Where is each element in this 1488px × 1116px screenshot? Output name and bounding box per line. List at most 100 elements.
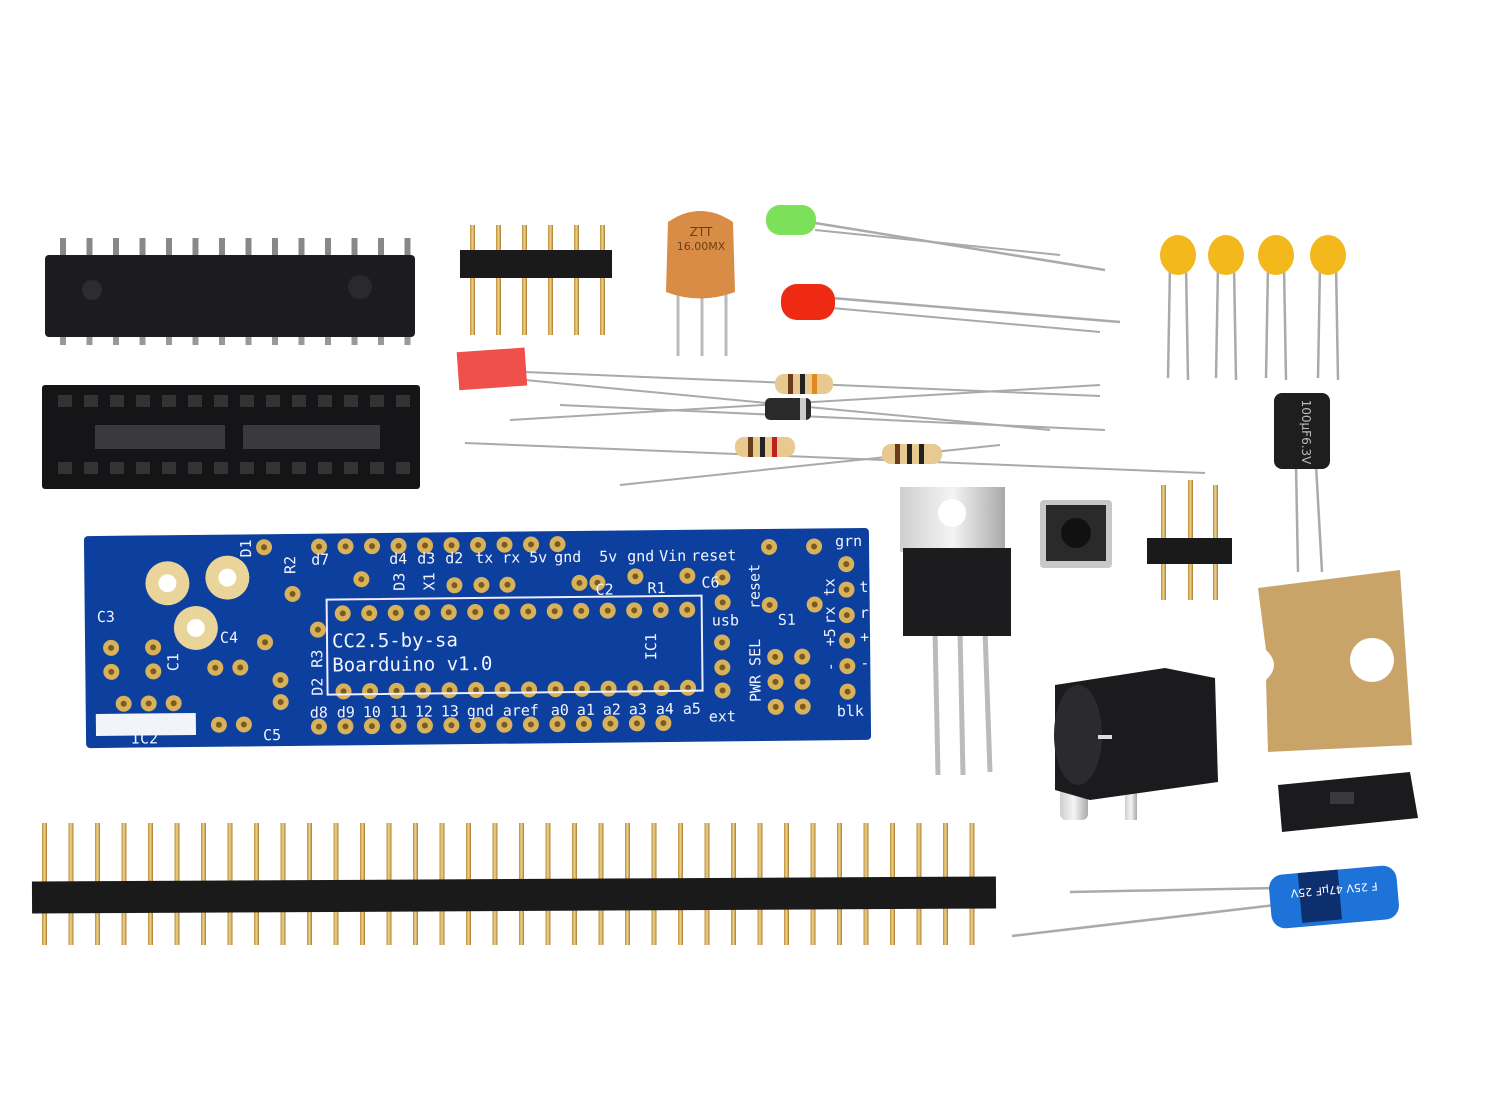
silk-ftdi-label: + (860, 628, 869, 646)
six-pin-header (460, 225, 612, 335)
cap-lead (1316, 264, 1322, 379)
ic-pin (60, 335, 66, 345)
pcb-hole (579, 685, 586, 692)
header-pin (470, 225, 475, 335)
pcb-hole (772, 653, 779, 660)
socket-slot (318, 462, 332, 474)
ceramic-resonator: ZTT 16.00MX (666, 211, 735, 356)
silk-s1: S1 (778, 611, 796, 629)
silk-bottom-pin-label: 13 (441, 702, 459, 720)
ic-pin (298, 335, 305, 345)
ic-pin (139, 238, 146, 258)
socket-slot (188, 395, 202, 407)
pcb-hole (811, 601, 818, 608)
pcb-hole (475, 541, 482, 548)
socket-slot (214, 395, 228, 407)
pcb-hole (448, 542, 455, 549)
pcb-hole (368, 723, 375, 730)
silk-c4: C4 (220, 629, 238, 647)
ic-pin (378, 335, 384, 345)
socket-slot (110, 462, 124, 474)
pcb-hole (339, 610, 346, 617)
crystal-marking-freq: 16.00MX (677, 240, 726, 253)
axial-components (464, 374, 1206, 486)
header-pin (574, 225, 579, 335)
socket-slot (214, 462, 228, 474)
atmega-ic-chip (45, 238, 415, 345)
ic-pin (113, 335, 119, 345)
pcb-hole (358, 576, 365, 583)
pcb-hole (395, 722, 402, 729)
ic-pin (404, 335, 411, 345)
header-pin (522, 225, 527, 335)
silk-d1: D1 (237, 539, 255, 557)
silk-d2: D2 (308, 678, 326, 696)
ceramic-capacitor (1258, 235, 1294, 275)
pcb-hole (844, 688, 851, 695)
ic-pin (192, 238, 199, 258)
ic-pin (378, 238, 384, 258)
ic-pin (139, 335, 146, 345)
pcb-hole (237, 664, 244, 671)
silk-top-pin-label: rx (502, 549, 520, 567)
pcb-hole (395, 542, 402, 549)
silk-bottom-pin-label: a2 (603, 701, 621, 719)
pcb-hole (472, 609, 479, 616)
pcb-hole (719, 687, 726, 694)
pcb-hole (120, 700, 127, 707)
header-pin (600, 225, 605, 335)
silk-ftdi-side-label: +5 (821, 628, 839, 646)
cap-100uf-marking: 100µF6.3V (1299, 400, 1313, 466)
silk-c1: C1 (164, 653, 182, 671)
pcb-hole (799, 703, 806, 710)
pcb-hole (108, 668, 115, 675)
silk-reset-switch: reset (745, 564, 763, 609)
socket-slot (162, 462, 176, 474)
socket-slot (84, 395, 98, 407)
pcb-hole (844, 637, 851, 644)
silk-ic1: IC1 (642, 633, 660, 660)
ic-pin (272, 335, 278, 345)
silk-top-pin-label: d7 (311, 551, 329, 569)
silk-r2: R2 (281, 556, 299, 574)
socket-slot (58, 395, 72, 407)
pcb-hole (657, 607, 664, 614)
silk-bottom-pin-label: a4 (656, 700, 674, 718)
pcb-hole (576, 579, 583, 586)
socket-slot (292, 395, 306, 407)
ic-pin (166, 238, 172, 258)
pcb-hole (445, 609, 452, 616)
silk-top-pin-label: gnd (554, 548, 581, 566)
silk-ftdi-side-label: tx (820, 578, 838, 596)
ic-pin (86, 335, 93, 345)
pcb-hole (474, 722, 481, 729)
pcb-hole (604, 607, 611, 614)
pcb-hole (314, 626, 321, 633)
socket-slot (396, 395, 410, 407)
jumper-shunt (1278, 772, 1418, 832)
ic-pin (219, 335, 225, 345)
silk-top-pin-label: 5v (599, 548, 617, 566)
socket-slot (110, 395, 124, 407)
silk-pwr-sel: PWR SEL (746, 639, 765, 702)
pcb-hole (369, 543, 376, 550)
pcb-hole (150, 668, 157, 675)
silk-bottom-pin-label: aref (503, 701, 539, 719)
socket-slot (344, 395, 358, 407)
insulating-pad (1258, 570, 1412, 752)
ic-socket (42, 385, 420, 489)
pcb-hole (473, 687, 480, 694)
pcb-hole (799, 678, 806, 685)
pcb-hole (578, 607, 585, 614)
header-pin (548, 225, 553, 335)
pcb-hole (554, 721, 561, 728)
cap-lead (1334, 264, 1340, 381)
pcb-hole (170, 700, 177, 707)
pcb-hole (658, 685, 665, 692)
pcb-hole (631, 607, 638, 614)
pcb-hole (366, 610, 373, 617)
pcb-hole (632, 573, 639, 580)
pcb-hole (766, 543, 773, 550)
pcb-hole (392, 609, 399, 616)
pcb-hole (605, 685, 612, 692)
